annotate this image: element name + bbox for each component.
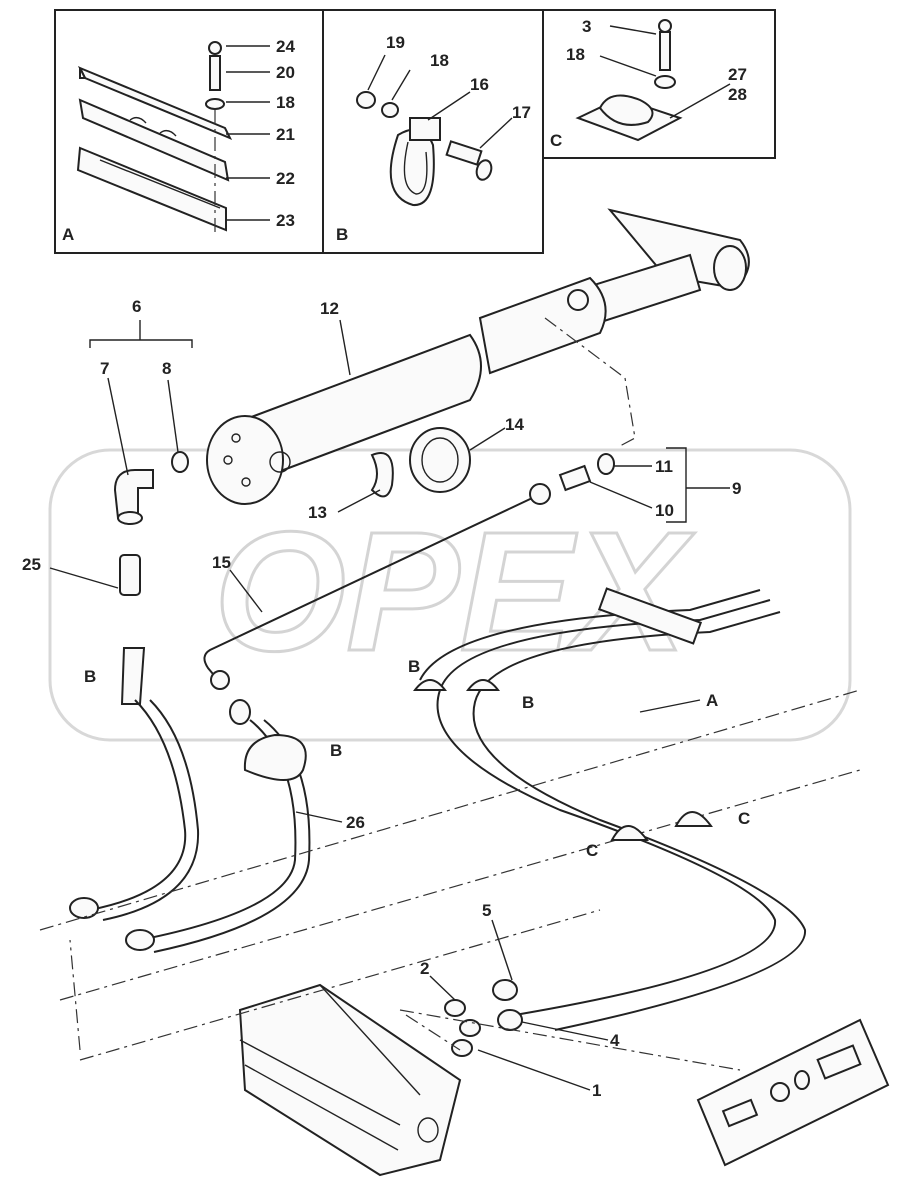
steel-pipe-15	[203, 491, 546, 681]
clamp-letter-c-left: C	[586, 841, 598, 860]
detail-fitting-group	[696, 1018, 890, 1167]
callout-3: 3	[582, 17, 591, 36]
pipe-nut	[529, 483, 551, 505]
o-ring-11	[597, 453, 615, 475]
pipe-end-nut	[210, 670, 230, 690]
opex-watermark: OPEX	[48, 448, 852, 742]
clamp-bar-middle	[78, 98, 230, 182]
hose-25	[69, 554, 200, 921]
fitting-10	[558, 464, 592, 492]
bolt-c-icon	[654, 19, 676, 89]
callout-23: 23	[276, 211, 295, 230]
callout-22: 22	[276, 169, 295, 188]
inset-b-panel: 19 18 16 17 B	[322, 9, 544, 254]
hose-end-upper	[492, 979, 518, 1001]
callout-6: 6	[132, 297, 141, 316]
callout-21: 21	[276, 125, 295, 144]
callout-5: 5	[482, 901, 491, 920]
hose-26	[125, 699, 311, 953]
clamp-letter-c-right: C	[738, 809, 750, 828]
inset-c-leaders	[599, 25, 731, 119]
callout-18-a: 18	[276, 93, 295, 112]
callout-8: 8	[162, 359, 171, 378]
clamp-letter-b-hose25: B	[84, 667, 96, 686]
callout-24: 24	[276, 37, 295, 56]
callout-7: 7	[100, 359, 109, 378]
clamp-letter-b-right: B	[522, 693, 534, 712]
callout-10: 10	[655, 501, 674, 520]
main-leaders	[49, 319, 730, 1091]
hydraulic-cylinder	[206, 208, 750, 505]
cylinder-fitting-dashed-path	[544, 317, 636, 447]
callout-20: 20	[276, 63, 295, 82]
reference-lines	[39, 689, 861, 1071]
hose-clamps	[412, 679, 713, 841]
hose-end-lower	[497, 1009, 523, 1031]
callout-16: 16	[470, 75, 489, 94]
band-clamp	[409, 427, 471, 493]
inset-b-leaders	[367, 54, 513, 149]
control-valve-block	[238, 983, 462, 1177]
clamp-bolt-icon	[445, 140, 493, 181]
fittings-group	[444, 999, 481, 1057]
inset-c-letter: C	[550, 131, 562, 150]
inset-b-letter: B	[336, 225, 348, 244]
callout-19: 19	[386, 33, 405, 52]
inset-a-leaders	[226, 45, 270, 221]
callout-14: 14	[505, 415, 524, 434]
clamp-letter-a: A	[706, 691, 718, 710]
callout-4: 4	[610, 1031, 620, 1050]
callout-9: 9	[732, 479, 741, 498]
bolt-icon	[205, 41, 225, 235]
clamp-bar-upper	[77, 66, 233, 140]
clamp-letter-b-left: B	[408, 657, 420, 676]
inset-a-letter: A	[62, 225, 74, 244]
hose-pair-5	[419, 587, 807, 1031]
nut-icon	[356, 91, 399, 118]
loop-clamp-icon	[389, 117, 441, 207]
callout-25: 25	[22, 555, 41, 574]
elbow-fitting	[113, 469, 154, 525]
callout-11: 11	[655, 457, 673, 476]
inset-c-panel: 3 18 27 28 C	[542, 9, 776, 159]
callout-18-c: 18	[566, 45, 585, 64]
callout-12: 12	[320, 299, 339, 318]
plate-clamp-icon	[575, 94, 683, 142]
inset-a-panel: 24 20 18 21 22 23 A	[54, 9, 324, 254]
clamp-letter-b-hose26: B	[330, 741, 342, 760]
callout-17: 17	[512, 103, 531, 122]
callout-27: 27	[728, 65, 747, 84]
callout-1: 1	[592, 1081, 601, 1100]
callout-13: 13	[308, 503, 327, 522]
callout-18-b: 18	[430, 51, 449, 70]
callout-28: 28	[728, 85, 747, 104]
o-ring-8	[171, 451, 189, 473]
callout-26: 26	[346, 813, 365, 832]
watermark-text: OPEX	[214, 497, 695, 687]
callout-2: 2	[420, 959, 429, 978]
clamp-bar-lower	[76, 146, 227, 232]
callout-15: 15	[212, 553, 231, 572]
bracket-13	[370, 452, 394, 498]
